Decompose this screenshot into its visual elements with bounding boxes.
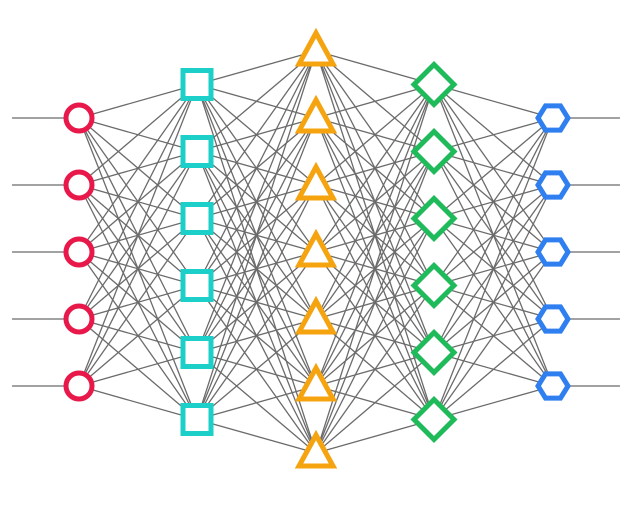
connection-edge (196, 318, 317, 420)
connection-edge (315, 352, 435, 454)
connections (12, 50, 620, 454)
connection-edge (433, 318, 554, 420)
connection-edge (196, 50, 317, 353)
connection-edge (196, 184, 317, 420)
connection-edge (196, 50, 317, 420)
hidden-1-square-node (180, 135, 214, 168)
hidden-2-triangle-node (294, 27, 338, 67)
hidden-2-triangle-node (294, 295, 338, 335)
connection-edge (78, 351, 198, 387)
connection-edge (78, 83, 198, 119)
connection-edge (78, 218, 198, 387)
connection-edge (196, 50, 317, 152)
output-hexagon-node (535, 103, 571, 133)
output-hexagon-node (535, 371, 571, 401)
connection-edge (433, 251, 554, 420)
output-hexagon-node (535, 237, 571, 267)
connection-edge (196, 50, 317, 286)
connection-edge (78, 285, 198, 387)
connection-edge (315, 84, 435, 454)
connection-edge (433, 83, 554, 119)
hidden-3-diamond-node (410, 194, 458, 243)
connection-edge (78, 84, 198, 253)
output-hexagon-node (535, 170, 571, 200)
connection-edge (196, 385, 317, 421)
input-circle-node (63, 102, 95, 134)
connection-edge (315, 50, 435, 86)
connection-edge (433, 117, 554, 286)
connection-edge (433, 184, 554, 420)
input-circle-node (63, 236, 95, 268)
connection-edge (315, 418, 435, 454)
connection-edge (78, 151, 198, 387)
hidden-2-triangle-node (294, 94, 338, 134)
hidden-1-square-node (180, 269, 214, 302)
connection-edge (315, 84, 435, 320)
hidden-1-square-node (180, 68, 214, 101)
connection-edge (433, 117, 554, 153)
input-circle-node (63, 370, 95, 402)
hidden-3-diamond-node (410, 60, 458, 109)
connection-edge (315, 84, 435, 387)
input-circle-node (63, 303, 95, 335)
connection-edge (196, 117, 317, 420)
hidden-1-square-node (180, 403, 214, 436)
connection-edge (196, 418, 317, 454)
connection-edge (315, 84, 435, 253)
hidden-2-triangle-node (294, 429, 338, 469)
hidden-3-diamond-node (410, 127, 458, 176)
connection-edge (196, 251, 317, 420)
connection-edge (433, 117, 554, 353)
connection-edge (315, 83, 435, 119)
connection-edge (196, 50, 317, 219)
connection-edge (315, 218, 435, 454)
connection-edge (315, 285, 435, 454)
nodes (63, 27, 571, 469)
connection-edge (78, 385, 198, 421)
connection-edge (315, 84, 435, 186)
input-circle-node (63, 169, 95, 201)
connection-edge (78, 84, 198, 387)
hidden-3-diamond-node (410, 328, 458, 377)
connection-edge (433, 117, 554, 420)
output-hexagon-node (535, 304, 571, 334)
connection-edge (78, 84, 198, 320)
hidden-1-square-node (180, 336, 214, 369)
connection-edge (78, 84, 198, 186)
hidden-2-triangle-node (294, 228, 338, 268)
hidden-3-diamond-node (410, 261, 458, 310)
hidden-2-triangle-node (294, 161, 338, 201)
hidden-1-square-node (180, 202, 214, 235)
hidden-2-triangle-node (294, 362, 338, 402)
connection-edge (433, 117, 554, 219)
connection-edge (315, 151, 435, 454)
connection-edge (196, 50, 317, 86)
connection-edge (433, 385, 554, 421)
hidden-3-diamond-node (410, 395, 458, 444)
